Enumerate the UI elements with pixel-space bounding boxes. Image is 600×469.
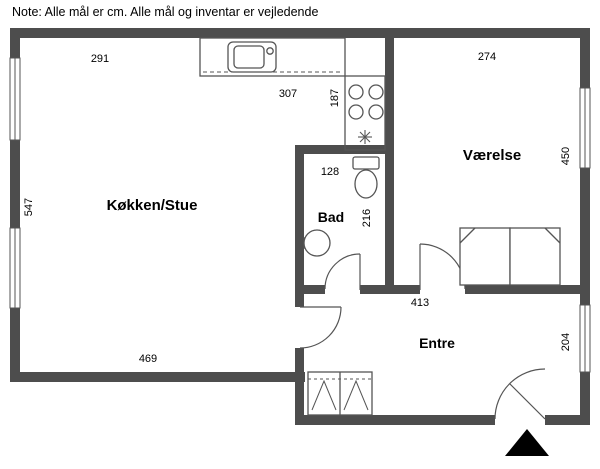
dim-bedroom-width: 274 — [478, 51, 496, 63]
wall-segment — [580, 168, 590, 305]
dim-kitchen-living-width: 469 — [139, 353, 157, 365]
wall-segment — [580, 28, 590, 88]
door-arc-icon — [324, 253, 361, 290]
cooktop-icon — [368, 104, 384, 120]
wall-segment — [580, 372, 590, 425]
north-arrow-icon — [505, 429, 549, 456]
wall-segment — [10, 28, 590, 38]
dim-bath-depth: 216 — [361, 209, 373, 227]
room-label-entrance: Entre — [419, 335, 455, 351]
toilet-cistern — [352, 156, 380, 170]
cooktop-icon — [348, 84, 364, 100]
cooktop-icon — [368, 84, 384, 100]
dim-counter-width: 307 — [279, 88, 297, 100]
room-label-kitchen-living: Køkken/Stue — [107, 197, 198, 214]
pillow-fold-line — [544, 227, 561, 244]
dim-kitchen-top: 291 — [91, 53, 109, 65]
wall-segment — [295, 285, 325, 294]
wall-segment — [10, 140, 20, 228]
toilet-icon — [354, 169, 378, 199]
sink-basin — [233, 45, 265, 69]
cooktop-unit — [344, 75, 386, 151]
labels: Note: Alle mål er cm. Alle mål og invent… — [12, 5, 572, 365]
wall-segment — [295, 348, 304, 425]
dim-kitchen-zone-depth: 187 — [329, 89, 341, 107]
dim-kitchen-living-height: 547 — [23, 198, 35, 216]
wall-segment — [295, 285, 304, 307]
wall-segment — [295, 415, 495, 425]
plan-note: Note: Alle mål er cm. Alle mål og invent… — [12, 5, 318, 19]
sink-faucet — [266, 47, 274, 55]
wall-segment — [360, 285, 420, 294]
wardrobe-hanger-triangle — [311, 379, 337, 411]
wall-segment — [10, 372, 305, 382]
pillow-fold-line — [459, 227, 476, 244]
door-arc-icon — [494, 368, 546, 420]
walls — [10, 28, 590, 425]
dim-entrance-height: 204 — [560, 333, 572, 351]
dim-bedroom-height: 450 — [560, 147, 572, 165]
door-arc-icon — [299, 306, 342, 349]
door-arc-icon — [419, 243, 466, 290]
double-bed-icon — [509, 227, 561, 286]
washbasin-icon — [303, 229, 331, 257]
wardrobe-hanger-triangle — [343, 379, 369, 411]
wall-segment — [545, 415, 590, 425]
wall-segment — [10, 308, 20, 382]
windows — [9, 57, 591, 373]
cooktop-icon — [348, 104, 364, 120]
double-bed-icon — [459, 227, 511, 286]
room-label-bedroom: Værelse — [463, 147, 521, 164]
asterisk-icon — [358, 130, 372, 144]
wall-segment — [295, 145, 304, 290]
wall-segment — [385, 38, 394, 290]
door-leaf — [509, 383, 546, 420]
room-label-bathroom: Bad — [318, 209, 344, 225]
dim-entrance-width: 413 — [411, 297, 429, 309]
wall-segment — [465, 285, 590, 294]
fixtures — [199, 37, 561, 416]
dim-bath-width: 128 — [321, 166, 339, 178]
wall-segment — [10, 28, 20, 58]
